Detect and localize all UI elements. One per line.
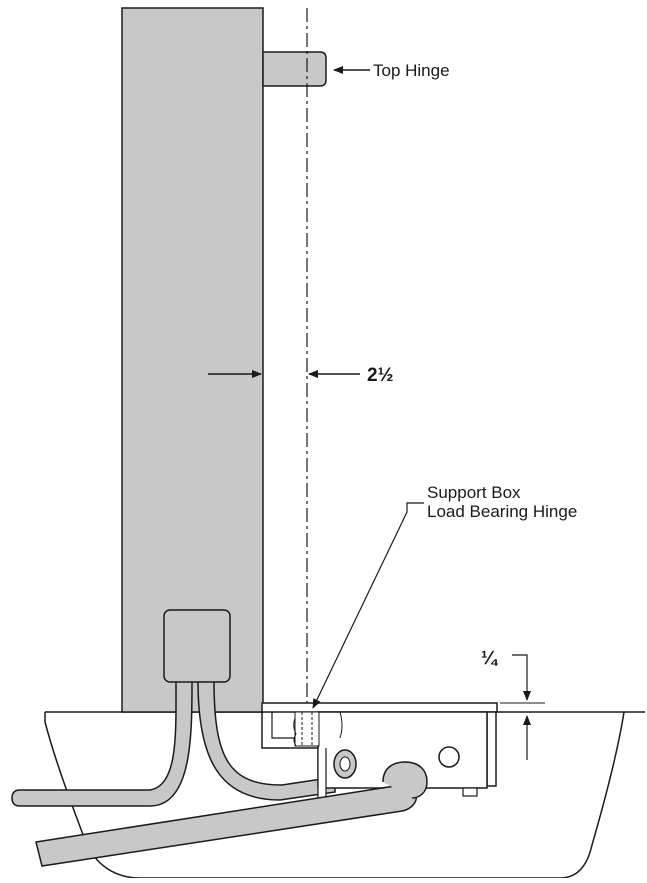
support-box (261, 702, 498, 801)
gap-dimension-label: ¼ (481, 648, 499, 669)
support-box-leader (312, 502, 424, 709)
load-bearing-hinge-label: Load Bearing Hinge (427, 502, 577, 521)
junction-box (11, 609, 336, 807)
door-panel (121, 7, 264, 713)
main-conduit (35, 761, 428, 867)
offset-dimension-label: 2½ (367, 365, 393, 386)
support-box-label: Support Box (427, 483, 521, 502)
gap-dimension (500, 654, 545, 760)
top-hinge-label: Top Hinge (373, 61, 450, 80)
conduit-fitting (333, 749, 357, 779)
top-hinge (262, 51, 327, 87)
